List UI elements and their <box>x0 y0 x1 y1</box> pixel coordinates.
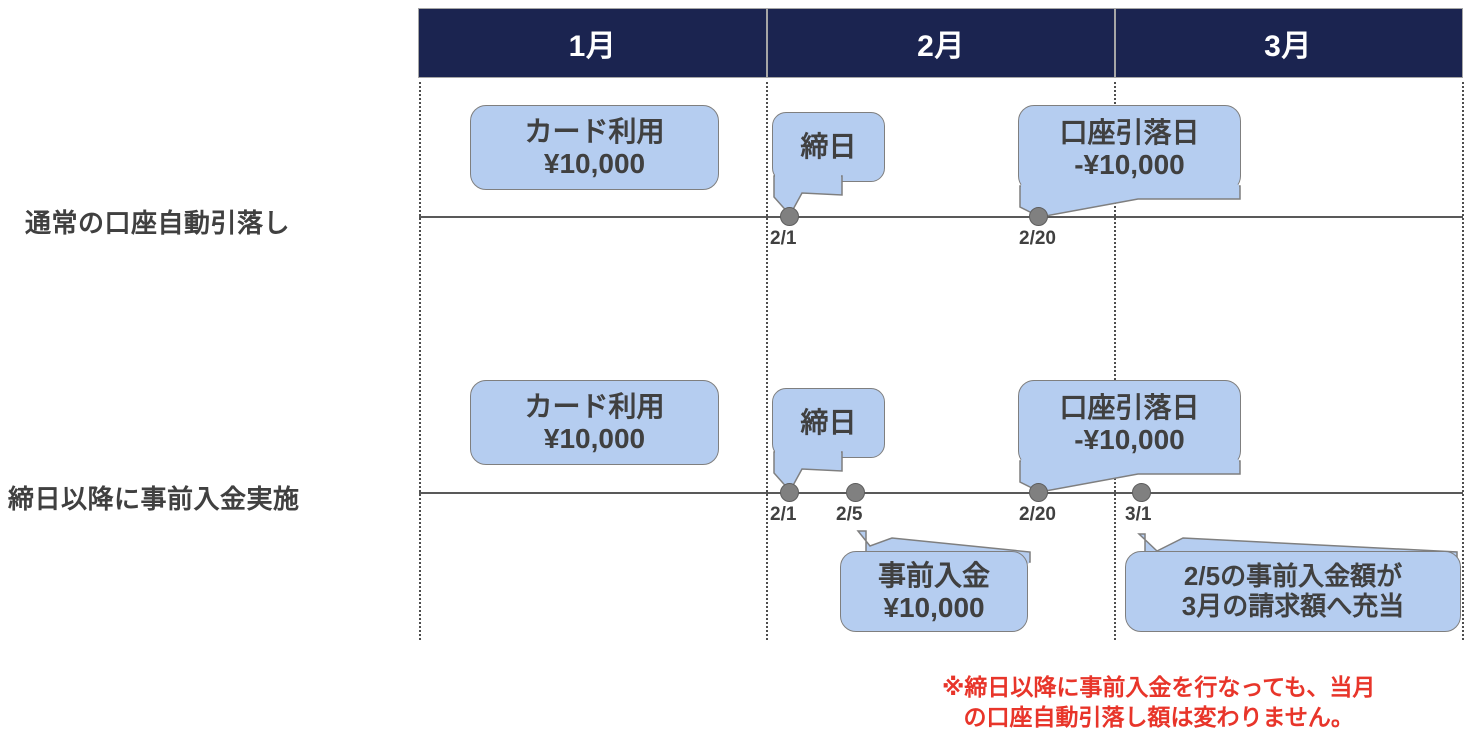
month-divider-jan-feb <box>766 82 768 640</box>
date-caption-2-1-row1: 2/1 <box>770 228 797 249</box>
timeline-axis-row1 <box>419 216 1463 218</box>
month-label: 3月 <box>1264 30 1312 63</box>
callout-line1: 口座引落日 <box>1059 117 1200 149</box>
callout-line1: 締日 <box>800 131 857 163</box>
callout-line2: ¥10,000 <box>543 422 646 454</box>
callout-closing-date-row1: 締日 <box>772 112 885 182</box>
month-header-cell-february: 2月 <box>766 9 1114 77</box>
date-caption-2-20-row2: 2/20 <box>1019 504 1056 525</box>
callout-line1: 事前入金 <box>877 560 990 592</box>
callout-closing-date-row2: 締日 <box>772 388 885 458</box>
callout-line1: 締日 <box>800 407 857 439</box>
callout-line2: ¥10,000 <box>543 147 646 179</box>
timeline-dot-2-5-row2 <box>846 483 865 502</box>
month-divider-start <box>419 82 421 640</box>
month-header-cell-january: 1月 <box>419 9 766 77</box>
month-label: 1月 <box>568 30 617 63</box>
month-divider-feb-mar <box>1114 82 1116 640</box>
callout-line1: カード利用 <box>524 391 665 423</box>
callout-line1: 口座引落日 <box>1059 392 1200 424</box>
callout-debit-date-row2: 口座引落日 -¥10,000 <box>1018 380 1241 467</box>
callout-prepayment: 事前入金 ¥10,000 <box>840 551 1028 632</box>
date-caption-3-1-row2: 3/1 <box>1125 504 1152 525</box>
footnote-line2: の口座自動引落し額は変わりません。 <box>963 704 1354 731</box>
callout-prepayment-applied: 2/5の事前入金額が 3月の請求額へ充当 <box>1125 551 1461 632</box>
callout-card-usage-row2: カード利用 ¥10,000 <box>470 380 719 465</box>
timeline-dot-3-1-row2 <box>1132 483 1151 502</box>
footnote-line1: ※締日以降に事前入金を行なっても、当月 <box>942 674 1376 700</box>
timeline-dot-2-1-row2 <box>780 483 799 502</box>
month-divider-end <box>1462 82 1464 640</box>
month-header-cell-march: 3月 <box>1114 9 1460 77</box>
callout-line2: ¥10,000 <box>883 591 985 623</box>
callout-line2: -¥10,000 <box>1074 148 1185 180</box>
date-caption-2-20-row1: 2/20 <box>1019 228 1056 249</box>
callout-line1: カード利用 <box>524 116 665 148</box>
callout-line2: 3月の請求額へ充当 <box>1181 590 1405 621</box>
date-caption-2-1-row2: 2/1 <box>770 504 797 525</box>
callout-card-usage-row1: カード利用 ¥10,000 <box>470 105 719 190</box>
callout-debit-date-row1: 口座引落日 -¥10,000 <box>1018 105 1241 192</box>
timeline-axis-row2 <box>419 492 1463 494</box>
row-label-prepayment-after-closing: 締日以降に事前入金実施 <box>8 484 300 514</box>
month-header-bar: 1月 2月 3月 <box>418 8 1463 78</box>
footnote-note: ※締日以降に事前入金を行なっても、当月 の口座自動引落し額は変わりません。 <box>942 672 1375 733</box>
timeline-dot-2-20-row2 <box>1029 483 1048 502</box>
month-label: 2月 <box>917 30 965 63</box>
date-caption-2-5-row2: 2/5 <box>836 504 863 525</box>
row-label-normal-debit: 通常の口座自動引落し <box>25 208 291 238</box>
timeline-dot-2-1-row1 <box>780 207 799 226</box>
timeline-dot-2-20-row1 <box>1029 207 1048 226</box>
callout-line2: -¥10,000 <box>1074 423 1185 455</box>
callout-line1: 2/5の事前入金額が <box>1183 561 1403 592</box>
